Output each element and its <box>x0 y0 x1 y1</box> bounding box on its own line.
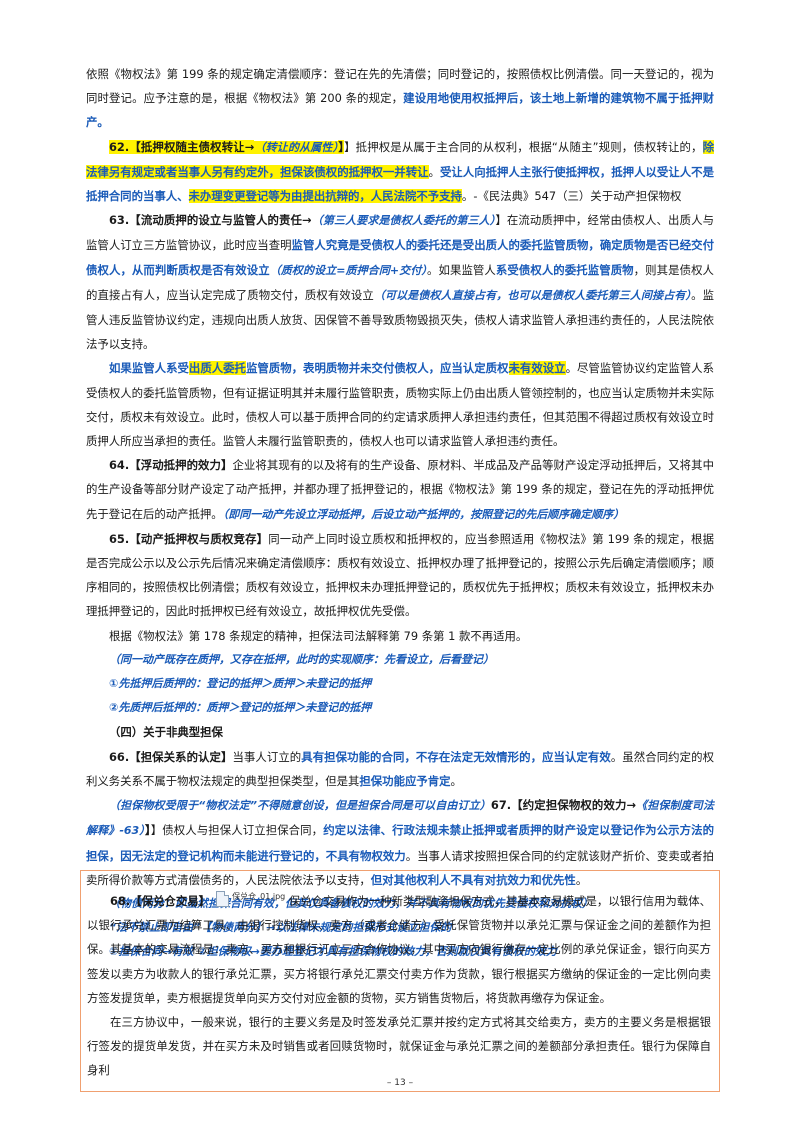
text: 尽管监管协议约定监管人系受债权人的委托监管质物，但有证据证明其并未履行监管职责，… <box>86 361 714 449</box>
emphasis-text: 具有担保功能的合同，不存在法定无效情形的，应当认定有效 <box>301 749 611 764</box>
text: 企业将其现有的以及将有的生产设备、原材料、半成品及产品等财产设定浮动抵押后，又将… <box>86 458 714 521</box>
text: 。监管人违反监管协议约定，违规向出质人放货、因保管不善导致质物毁损灭失，债权人请… <box>86 287 714 352</box>
paragraph-62: 62.【抵押权随主债权转让→（转让的从属性）】】抵押权是从属于主合同的从权利，根… <box>86 139 715 204</box>
text: 】在流动质押中，经常由债权人、出质人与监管人订立三方监管协议，此时应当查明 <box>86 213 714 253</box>
annotation-line: ①先抵押后质押的：登记的抵押＞质押＞未登记的抵押 <box>109 677 372 691</box>
paragraph-64: 64.【浮动抵押的效力】企业将其现有的以及将有的生产设备、原材料、半成品及产品等… <box>86 453 714 527</box>
annotation: （担保物权受限于“物权法定”不得随意创设，但是担保合同是可以自由订立） <box>109 799 491 813</box>
emphasis-text: 监管人究竟是受债权人的委托还是受出质人的委托监管质物，确定质物是否已经交付债权人… <box>86 238 714 277</box>
emphasis-text: 担保功能应予肯定 <box>359 773 451 788</box>
image-file-icon[interactable] <box>216 891 230 907</box>
text: 。 <box>575 872 588 887</box>
emphasis-text: 系受债权人的委托监管质物 <box>495 262 634 277</box>
annotation: （可以是债权人直接占有，也可以是债权人委托第三人间接占有） <box>373 288 692 302</box>
text: 。 <box>565 361 578 376</box>
section-heading: （四）关于非典型担保 <box>109 725 223 740</box>
paragraph-68: 68.【保兑仓交易】 保兑仓_01.jpg 保兑仓交易作为一种新类型融资担保方式，… <box>87 885 711 1010</box>
text: 依照《物权法》第 199 条的规定确定清偿顺序：登记在先的先清偿；同时登记的，按… <box>86 67 714 106</box>
text: 。 <box>461 189 474 204</box>
text: 。当事人请求按照担保合同的约定就该财产折价、变卖或者拍卖所得价款等方式清偿债务的… <box>86 848 714 887</box>
highlight-text: 未有效设立 <box>508 361 566 376</box>
document-body: 依照《物权法》第 199 条的规定确定清偿顺序：登记在先的先清偿；同时登记的，按… <box>86 62 715 965</box>
emphasis-text: 如果监管人系受 <box>109 361 189 376</box>
annotation-line: ①担保合同→有效 ②担保物权→要办理登记才具有担保物权的效力，否则就仅具有债权的… <box>109 945 557 959</box>
text: ，则其是债权人的直接占有人，应当认定完成了质物交付，质权有效设立 <box>86 262 714 302</box>
article-heading: 67.【约定担保物权的效力→ <box>490 798 637 813</box>
text: 。如果监管人 <box>427 262 496 277</box>
emphasis-text: 受让人向抵押人主张行使抵押权，抵押人以受让人不是抵押合同的当事人、 <box>86 164 714 204</box>
emphasis-text: 建设用地使用权抵押后，该土地上新增的建筑物不属于抵押财产。 <box>86 91 715 130</box>
paragraph-178: 根据《物权法》第 178 条规定的精神，担保法司法解释第 79 条第 1 款不再… <box>86 624 714 648</box>
annotation-line: （物债两分：即虽然担保合同有效，但其仅具备债权的效力，并不具有物权的优先受偿权和… <box>109 896 593 910</box>
highlight-text: 出质人委托 <box>188 361 246 376</box>
text: 】抵押权是从属于主合同的从权利，根据“从随主”规则，债权转让的， <box>344 139 703 154</box>
annotation: （转让的从属性） <box>254 140 339 154</box>
article-heading: 66.【担保关系的认定】 <box>109 749 233 764</box>
annotation: （质权的设立=质押合同+交付） <box>269 263 427 277</box>
annotation-line: “法不禁止即自由”【物债两分】→以法律未规定的担保形式设立担保的 <box>109 921 452 935</box>
emphasis-text: 但对其他权利人不具有对抗效力和优先性 <box>370 872 576 887</box>
text: 。 <box>428 164 440 179</box>
paragraph-66: 66.【担保关系的认定】当事人订立的具有担保功能的合同，不存在法定无效情形的，应… <box>86 745 714 793</box>
article-heading: 68.【保兑仓交易】 <box>110 894 211 908</box>
article-heading: 65.【动产抵押权与质权竞存】 <box>109 531 269 546</box>
emphasis-text: 监管质物，表明质物并未交付债权人，应当认定质权 <box>245 361 509 376</box>
paragraph-68b: 在三方协议中，一般来说，银行的主要义务是及时签发承兑汇票并按约定方式将其交给卖方… <box>87 1015 711 1078</box>
annotation-line: ②先质押后抵押的：质押＞登记的抵押＞未登记的抵押 <box>109 701 372 715</box>
text: 。 <box>450 773 462 788</box>
paragraph-63b: 如果监管人系受出质人委托监管质物，表明质物并未交付债权人，应当认定质权未有效设立… <box>86 356 714 453</box>
page-number: – 13 – <box>386 1078 414 1088</box>
annotation-line: （同一动产既存在质押，又存在抵押，此时的实现顺序：先看设立，后看登记） <box>109 652 494 666</box>
text: 保兑仓交易作为一种新类型融资担保方式，其基本交易模式是，以银行信用为载体、以银行… <box>87 894 711 1005</box>
paragraph-priority: 依照《物权法》第 199 条的规定确定清偿顺序：登记在先的先清偿；同时登记的，按… <box>86 62 714 135</box>
text: 同一动产上同时设立质权和抵押权的，应当参照适用《物权法》第 199 条的规定，根… <box>86 531 714 619</box>
article-heading: 62.【抵押权随主债权转让→ <box>109 139 255 154</box>
attachment-filename[interactable]: 保兑仓_01.jpg <box>232 892 286 901</box>
article-heading: 64.【浮动抵押的效力】 <box>109 458 233 473</box>
highlight-text: 未办理变更登记等为由提出抗辩的，人民法院不予支持 <box>188 189 462 204</box>
text: 。虽然合同约定的权利义务关系不属于物权法规定的典型担保类型，但是其 <box>86 749 714 788</box>
text: 当事人订立的 <box>232 749 302 764</box>
paragraph-67: （担保物权受限于“物权法定”不得随意创设，但是担保合同是可以自由订立）67.【约… <box>86 798 714 887</box>
annotation: （第三人要求是债权人委托的第三人） <box>311 214 496 228</box>
annotation: 《担保制度司法解释》-63） <box>86 799 714 838</box>
text: 】债权人与担保人订立担保合同， <box>150 823 324 838</box>
paragraph-63: 63.【流动质押的设立与监管人的责任→（第三人要求是债权人委托的第三人）】在流动… <box>86 208 714 356</box>
article-heading: 63.【流动质押的设立与监管人的责任→ <box>109 213 312 228</box>
comment-box-68: 68.【保兑仓交易】 保兑仓_01.jpg 保兑仓交易作为一种新类型融资担保方式，… <box>80 870 720 1092</box>
emphasis-text: 约定以法律、行政法规未禁止抵押或者质押的财产设定以登记作为公示方法的担保，因无法… <box>86 823 714 863</box>
annotation: （即同一动产先设立浮动抵押，后设立动产抵押的，按照登记的先后顺序确定顺序） <box>222 507 625 521</box>
text: 根据《物权法》第 178 条规定的精神，担保法司法解释第 79 条第 1 款不再… <box>109 628 528 643</box>
section-reference: -《民法典》547（三）关于动产担保物权 <box>473 189 682 204</box>
paragraph-65: 65.【动产抵押权与质权竞存】同一动产上同时设立质权和抵押权的，应当参照适用《物… <box>86 527 714 624</box>
